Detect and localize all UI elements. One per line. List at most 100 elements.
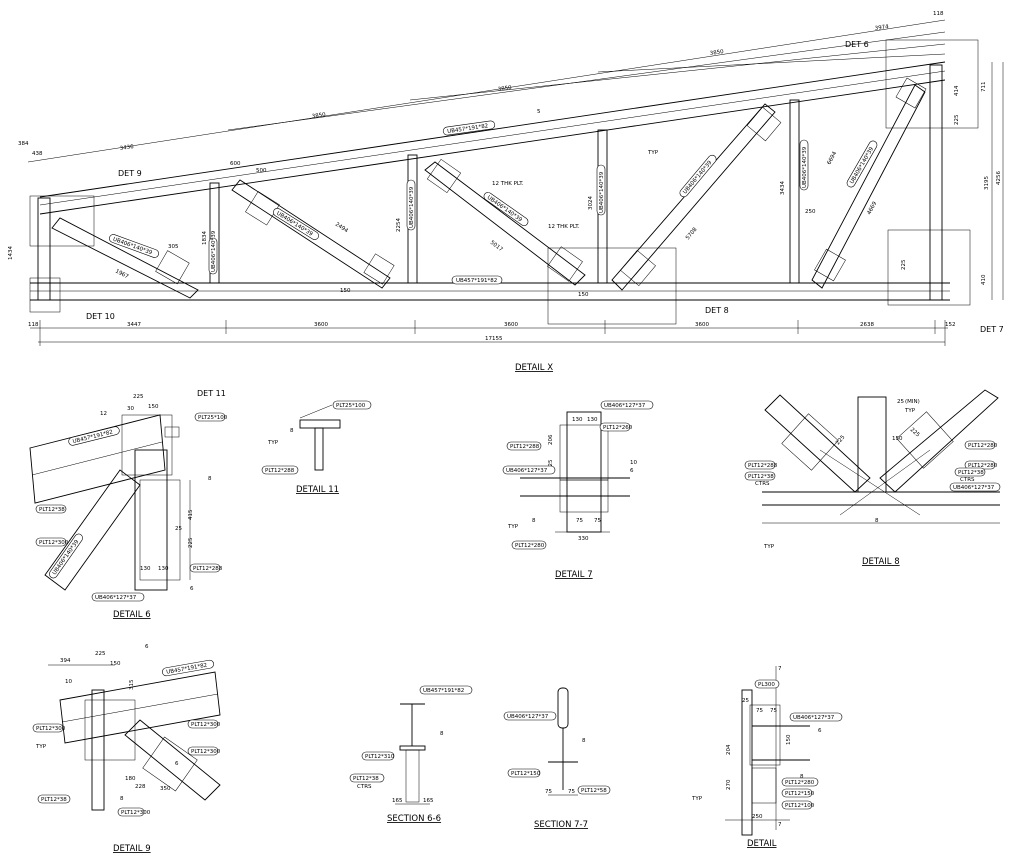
dim-label: 225 — [133, 394, 144, 400]
plate-tag: PLT12*300 — [191, 722, 221, 728]
dim-label: 75 — [770, 708, 777, 714]
dim-label: 225 — [954, 114, 960, 125]
det-8-label: DET 8 — [705, 306, 729, 315]
section-7-caption: SECTION 7-7 — [534, 820, 588, 830]
detail-11: PLT25*100 PLT12*288 TYP 8 DETAIL 11 — [261, 400, 372, 495]
dim-label: 228 — [135, 784, 146, 790]
dim-label: 3850 — [497, 85, 512, 93]
plate-tag: PLT12*38 — [41, 797, 67, 803]
dim-label: 130 — [140, 566, 151, 572]
dim-label: 3600 — [314, 322, 328, 328]
dim-label: 3436 — [119, 144, 134, 152]
dim-label: 150 — [892, 436, 903, 442]
dim-label: 6 — [630, 468, 634, 474]
member-tags: UB457*191*82 UB457*191*82 UB406*140*39 U… — [109, 120, 878, 285]
bottom-chord — [30, 282, 950, 301]
detail-x-caption: DETAIL X — [515, 363, 553, 373]
dim-label: 305 — [168, 244, 179, 250]
plate-tag: PLT12*280 — [968, 443, 998, 449]
dim-label: 225 — [835, 434, 847, 446]
member-tag: UB406*140*39 — [409, 186, 415, 228]
dim-label: 130 — [587, 417, 598, 423]
dim-label: 6 — [175, 761, 179, 767]
dim-label: 315 — [129, 679, 135, 690]
plate-tag: PLT12*288 — [265, 468, 295, 474]
dim-label: 384 — [18, 141, 29, 147]
dim-label: 250 — [805, 209, 816, 215]
plate-tag: PLT12*150 — [785, 791, 815, 797]
plate-tag: PLT12*288 — [510, 444, 540, 450]
dim-label: 8 — [120, 796, 124, 802]
plate-tag: PLT12*38 — [39, 507, 65, 513]
detail-9: 394 225 150 315 10 TYP 180 228 350 6 6 8… — [32, 644, 221, 854]
member-tag: UB406*127*37 — [953, 485, 995, 491]
dim-label: 8 — [875, 518, 879, 524]
dim-label: 165 — [392, 798, 403, 804]
member-tag: UB406*140*39 — [682, 160, 713, 196]
dim-label: 3447 — [127, 322, 141, 328]
top-dimension-lines — [27, 19, 946, 163]
detail-callout-boxes — [29, 39, 979, 325]
dim-label: 5708 — [685, 226, 699, 241]
dim-label: 150 — [786, 734, 792, 745]
left-end-post — [37, 197, 51, 301]
plate-tag: PLT12*58 — [581, 788, 607, 794]
dim-label: 438 — [32, 151, 43, 157]
dim-label: 5017 — [489, 240, 504, 254]
dim-label: 1434 — [8, 246, 14, 260]
dim-label: 394 — [60, 658, 71, 664]
dim-label: 75 — [568, 789, 575, 795]
plate-tag: PLT12*280 — [968, 463, 998, 469]
plate-tag: PLT25*100 — [198, 415, 228, 421]
dim-label: 414 — [954, 85, 960, 96]
plate-tag: PLT12*288 — [748, 463, 778, 469]
dim-label: TYP — [507, 524, 519, 530]
det-9-label: DET 9 — [118, 169, 142, 178]
member-tag: UB406*140*39 — [849, 146, 875, 185]
dim-label: 10 — [630, 460, 637, 466]
dim-label: 1834 — [202, 231, 208, 245]
member-tag: UB457*191*82 — [423, 688, 464, 694]
dim-label: 225 — [188, 537, 194, 548]
vertical-members — [209, 99, 800, 284]
dim-label: 75 — [545, 789, 552, 795]
det-6-label: DET 6 — [845, 40, 869, 49]
dim-label: 150 — [340, 288, 351, 294]
section-mark: 7 — [778, 822, 782, 828]
dim-label: 1967 — [114, 268, 130, 280]
plate-tag: PLT12*38 — [748, 474, 774, 480]
plate-tag: PLT12*300 — [36, 726, 66, 732]
detail-7: 130 130 225 206 75 75 330 10 6 TYP 8 UB4… — [502, 400, 654, 580]
section-7-7: 75 75 8 UB406*127*37 PLT12*150 PLT12*58 … — [503, 687, 611, 830]
dim-label: 3600 — [504, 322, 518, 328]
dim-label: 8 — [800, 774, 804, 780]
member-tag: UB406*127*37 — [506, 468, 548, 474]
dim-label: 25 — [897, 399, 904, 405]
dim-label: 410 — [981, 274, 987, 285]
note-label: CTRS — [960, 477, 975, 483]
plate-tag: PLT12*310 — [365, 754, 395, 760]
det-10-label: DET 10 — [86, 312, 115, 321]
plate-tag: PLT12*38 — [958, 470, 984, 476]
plate-tag: PLT25*100 — [336, 403, 366, 409]
detail-9-caption: DETAIL 9 — [113, 844, 151, 854]
dim-label: 130 — [158, 566, 169, 572]
dim-label: 8 — [532, 518, 536, 524]
bottom-dimension-lines — [30, 320, 948, 346]
dim-label: 225 — [909, 427, 921, 439]
member-tag: UB406*140*39 — [486, 195, 524, 224]
dim-label: 415 — [188, 509, 194, 520]
gusset-plates — [155, 77, 927, 287]
dim-label: 4669 — [866, 200, 878, 216]
dim-label: 10 — [65, 679, 72, 685]
dim-label: 4256 — [996, 171, 1002, 185]
plate-tag: PLT12*300 — [121, 810, 151, 816]
right-end-post — [929, 64, 943, 301]
detail-7-caption: DETAIL 7 — [555, 570, 593, 580]
member-tag: UB406*140*39 — [599, 171, 605, 213]
section-6-6: 165 165 8 UB457*191*82 PLT12*310 PLT12*3… — [349, 685, 473, 824]
member-tag: UB406*127*37 — [793, 715, 835, 721]
detail-6-caption: DETAIL 6 — [113, 610, 151, 620]
dim-label: TYP — [904, 408, 916, 414]
